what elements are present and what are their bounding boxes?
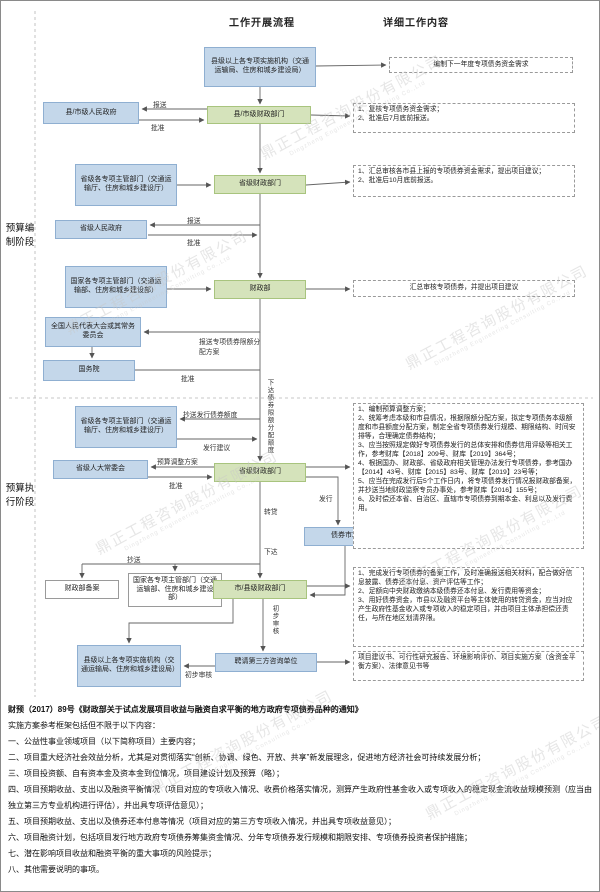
- footer-item: 二、项目重大经济社会效益分析，尤其是对贯彻落实“创新、协调、绿色、开放、共享”新…: [8, 753, 486, 762]
- edge-label-copy-issue-limit: 抄送发行债券额度: [183, 412, 238, 419]
- node-county-finance: 县/市级财政部门: [207, 106, 311, 124]
- node-national-dept: 国家各专项主管部门（交通运输部、住房和城乡建设部）: [65, 266, 167, 308]
- edge-label-limit-plan: 报送专项债券限额分配方案: [199, 339, 261, 356]
- detail-line: 2、统筹考虑本级和市县情况，根据限额分配方案，拟定专项债务本级额度和市县额度分配…: [358, 414, 576, 440]
- node-provincial-gov: 省级人民政府: [55, 220, 147, 239]
- detail-line: 1、汇总审核各市县上报的专项债券资金需求，提出项目建议；: [358, 168, 546, 175]
- node-city-finance-exec: 市/县级财政部门: [213, 580, 307, 599]
- edge-label-prelim-review-2: 初步审核: [185, 672, 213, 679]
- detail-line: 1、编制预算调整方案；: [358, 406, 430, 413]
- stage-label-budget-preparation: 预算编制阶段: [5, 223, 35, 249]
- node-provincial-npc: 省级人大常委会: [53, 460, 148, 479]
- node-national-congress: 全国人民代表大会或其常务委员会: [45, 317, 141, 347]
- edge-label-approve-4: 批准: [169, 483, 183, 490]
- footer-item: 八、其他需要说明的事项。: [8, 865, 104, 874]
- node-impl-agency-top: 县级以上各专项实施机构（交通运输局、住房和城乡建设局）: [204, 47, 316, 87]
- edge-label-issue: 发行: [319, 496, 333, 503]
- detail-line: 1、复核专项债务资金需求；: [358, 106, 444, 113]
- detail-execution-tasks: 1、编制预算调整方案； 2、统筹考虑本级和市县情况，根据限额分配方案，拟定专项债…: [353, 403, 584, 549]
- detail-provincial-review: 1、汇总审核各市县上报的专项债券资金需求，提出项目建议； 2、批准后10月底前报…: [353, 165, 575, 197]
- edge-label-prelim-review-1: 初步审核: [271, 605, 278, 635]
- detail-line: 4、根据国办、财政部、省级政府相关管理办法发行专项债券，参考国办【2014】43…: [358, 459, 573, 476]
- footer-title: 财预（2017）89号《财政部关于试点发展项目收益与融资自求平衡的地方政府专项债…: [8, 705, 363, 714]
- node-provincial-finance: 省级财政部门: [214, 175, 306, 194]
- node-state-council: 国务院: [43, 360, 135, 381]
- detail-line: 3、用好债券资金，市县以及融资平台等主体使用的转贷资金，应当对应产生政府性基金收…: [358, 596, 573, 622]
- footer-item: 五、项目预期收益、支出以及债券还本付息等情况（项目对应的第三方专项收入情况，并出…: [8, 817, 396, 826]
- detail-line: 6、及时偿还本省、自治区、直辖市专项债券到期本金、利息以及发行费用。: [358, 495, 573, 512]
- edge-label-allocate: 下达: [264, 549, 278, 556]
- detail-mof-review: 汇总审核专项债券，并提出项目建议: [353, 280, 575, 297]
- node-provincial-dept: 省级各专项主管部门（交通运输厅、住房和城乡建设厅）: [75, 164, 177, 206]
- edge-label-approve-3: 批准: [181, 376, 195, 383]
- edge-label-onlend: 转贷: [264, 509, 278, 516]
- edge-label-approve-2: 批准: [187, 240, 201, 247]
- footer-item: 三、项目投资额、自有资本金及资本金到位情况，项目建设计划及预算（略）；: [8, 769, 284, 778]
- footer-notes: 财预（2017）89号《财政部关于试点发展项目收益与融资自求平衡的地方政府专项债…: [8, 702, 594, 878]
- footer-intro: 实施方案参考框架包括但不限于以下内容：: [8, 721, 160, 730]
- node-impl-agency-exec: 县级以上各专项实施机构（交通运输局、住房和城乡建设局）: [77, 645, 181, 687]
- edge-label-approve-1: 批准: [151, 125, 165, 132]
- node-provincial-finance-exec: 省级财政部门: [214, 463, 306, 482]
- footer-item: 一、公益性事业领域项目（以下简称项目）主要内容；: [8, 737, 200, 746]
- detail-line: 2、批准后7月底前报送。: [358, 114, 434, 122]
- stage-label-budget-execution: 预算执行阶段: [5, 483, 35, 509]
- edge-label-issue-advice: 发行建议: [203, 445, 231, 452]
- footer-item: 六、项目融资计划，包括项目发行地方政府专项债券筹集资金情况、分年专项债券发行规模…: [8, 833, 472, 842]
- node-mof-filing: 财政部备案: [45, 580, 119, 599]
- detail-project-documents: 项目建议书、可行性研究报告、环境影响评价、项目实施方案（含资金平衡方案）、法律意…: [353, 651, 584, 681]
- detail-line: 3、应当按照规定做好专项债券发行的总体安排和债券信用评级等相关工作，参考财库【2…: [358, 441, 573, 458]
- column-header-detail: 详细工作内容: [383, 18, 449, 29]
- detail-line: 1、完成发行专项债券的备案工作，及时准确报送相关材料，配合做好信息披露、债券还本…: [358, 570, 573, 586]
- detail-annual-demand: 编制下一年度专项债务资金需求: [389, 57, 573, 73]
- detail-city-tasks: 1、完成发行专项债券的备案工作，及时准确报送相关材料，配合做好信息披露、债券还本…: [353, 567, 584, 647]
- edge-label-submit-1: 报送: [153, 102, 167, 109]
- node-provincial-dept-exec: 省级各专项主管部门（交通运输厅、住房和城乡建设厅）: [75, 406, 177, 448]
- footer-item: 四、项目预期收益、支出以及融资平衡情况（项目对应的专项收入情况、收费价格落实情况…: [8, 785, 592, 810]
- node-national-dept-exec: 国家各专项主管部门（交通运输部、住房和城乡建设部）: [128, 573, 222, 607]
- detail-line: 5、应当在完成发行后5个工作日内，将专项债券发行情况报财政部备案，并抄送当地财政…: [358, 477, 577, 494]
- node-county-government: 县/市级人民政府: [43, 102, 139, 124]
- node-ministry-of-finance: 财政部: [214, 280, 306, 299]
- column-header-flow: 工作开展流程: [229, 18, 295, 29]
- node-third-party-consultant: 聘请第三方咨询单位: [215, 653, 317, 672]
- edge-label-copy-to: 抄送: [127, 557, 141, 564]
- detail-line: 2、批准后10月底前报送。: [358, 176, 438, 184]
- edge-label-issue-limit-down: 下达债券限额分配额度: [266, 379, 273, 454]
- footer-item: 七、潜在影响项目收益和融资平衡的重大事项的风险提示；: [8, 849, 216, 858]
- edge-label-submit-2: 报送: [187, 218, 201, 225]
- detail-line: 2、足额向中央财政缴纳本级债券还本付息、发行费用等资金；: [358, 587, 546, 595]
- edge-label-budget-adjust: 预算调整方案: [157, 459, 198, 466]
- detail-county-review: 1、复核专项债务资金需求； 2、批准后7月底前报送。: [353, 103, 575, 133]
